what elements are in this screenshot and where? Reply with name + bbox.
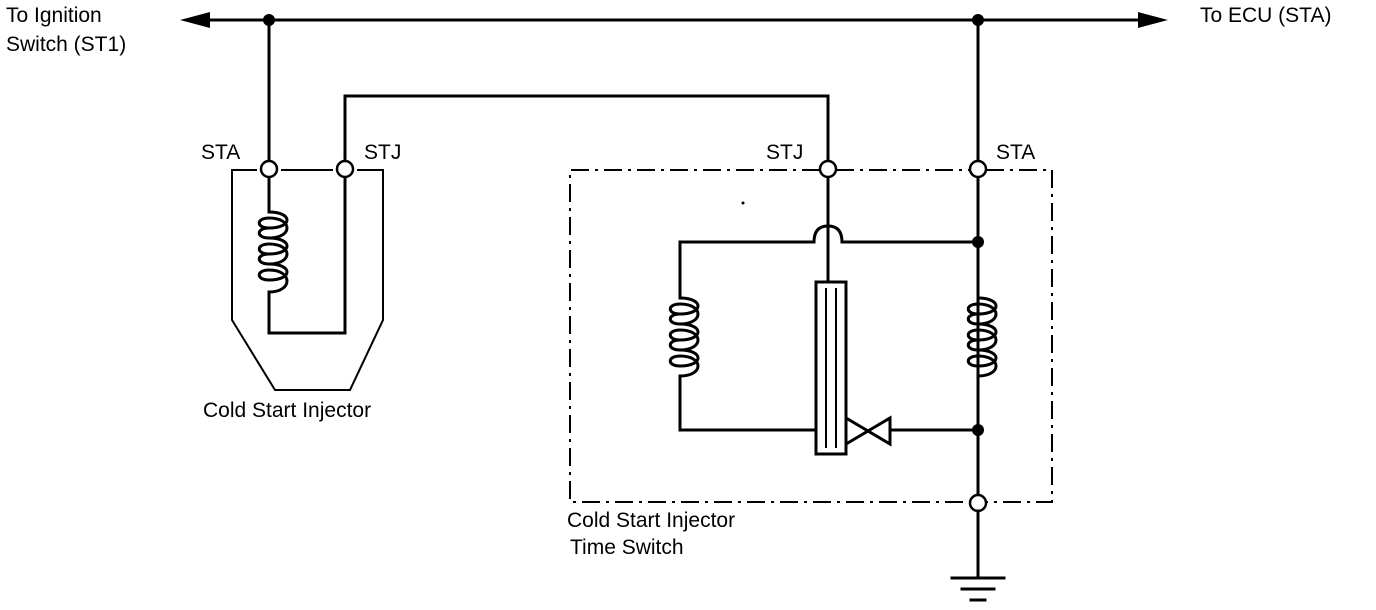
caption-cold-start-injector: Cold Start Injector: [203, 399, 371, 422]
wire-stj-link: [343, 94, 830, 164]
cold-start-injector-time-switch: [668, 159, 998, 513]
caption-time-switch-line2: Time Switch: [570, 536, 684, 559]
label-injector-stj: STJ: [364, 141, 401, 164]
label-switch-st1: Switch (ST1): [6, 33, 126, 56]
switch-ground-terminal: [968, 493, 988, 513]
injector-stj-terminal: [335, 159, 355, 179]
label-switch-sta: STA: [996, 141, 1035, 164]
label-to-ecu: To ECU (STA): [1200, 4, 1331, 27]
injector-coil: [257, 210, 289, 294]
label-to-ignition: To Ignition: [6, 4, 102, 27]
switch-left-coil: [668, 296, 700, 378]
switch-stj-terminal: [818, 159, 838, 179]
stray-mark: [741, 201, 745, 205]
switch-sta-terminal: [968, 159, 988, 179]
time-switch-enclosure: [569, 169, 970, 503]
main-bus: [180, 12, 1168, 28]
injector-body-outline: [231, 169, 384, 391]
cold-start-injector: [231, 159, 384, 391]
switch-right-coil: [966, 296, 998, 378]
label-injector-sta: STA: [201, 141, 240, 164]
caption-time-switch-line1: Cold Start Injector: [567, 509, 735, 532]
right-arrowhead: [1138, 12, 1168, 28]
ground-symbol: [950, 509, 1006, 602]
left-arrowhead: [180, 12, 210, 28]
injector-sta-terminal: [259, 159, 279, 179]
label-switch-stj: STJ: [766, 141, 803, 164]
bimetal-strip: [814, 280, 848, 456]
switch-contacts: [844, 415, 871, 447]
